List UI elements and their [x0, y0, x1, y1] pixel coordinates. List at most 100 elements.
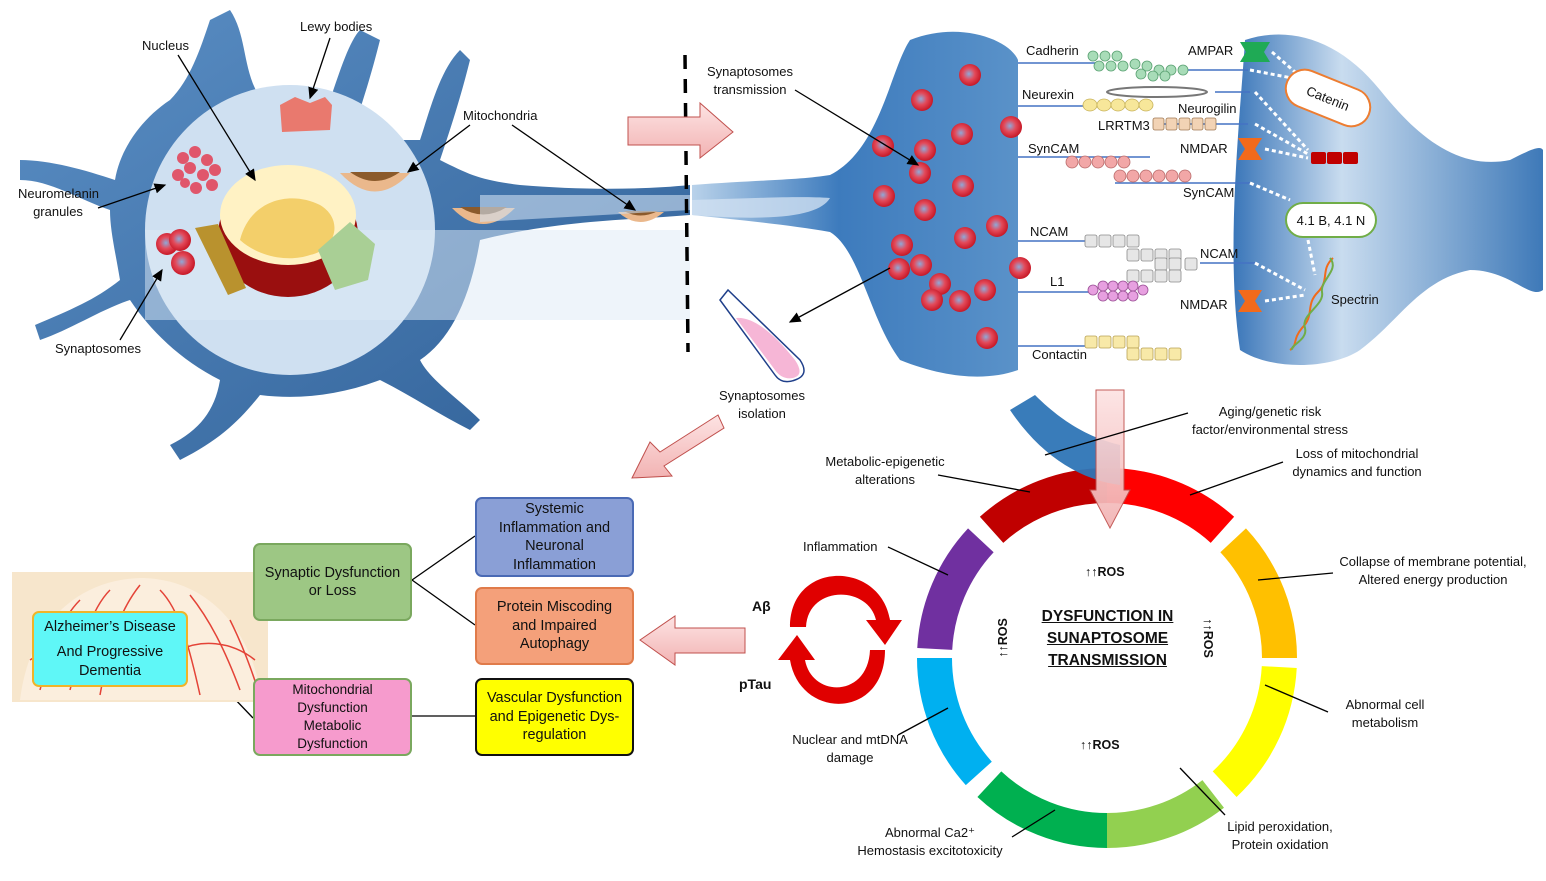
label-lrrtm3: LRRTM3: [1098, 118, 1150, 133]
systemic-line2: Inflammation and: [498, 519, 611, 536]
label-loss-mito: Loss of mitochondrial dynamics and functi…: [1252, 445, 1462, 481]
label-collapse-membrane: Collapse of membrane potential, Altered e…: [1318, 553, 1546, 589]
synaptic-line2: or Loss: [308, 583, 357, 599]
label-nmdar-top: NMDAR: [1180, 141, 1228, 156]
axon-lumen: [692, 197, 830, 218]
ca-line1: Abnormal Ca2⁺: [885, 825, 975, 840]
ros-top: ↑↑ROS: [1085, 565, 1125, 579]
label-ampar: AMPAR: [1188, 43, 1234, 58]
label-neuromelanin-line2: granules: [33, 204, 83, 219]
cycle-title-line1: DYSFUNCTION IN: [1041, 608, 1174, 625]
label-abnormal-ca: Abnormal Ca2⁺Hemostasis excitotoxicity: [840, 824, 1020, 860]
down-arrow: [1089, 389, 1131, 530]
loss-mito-line2: dynamics and function: [1292, 464, 1422, 479]
lewy-bodies-shape: [280, 97, 332, 132]
cycle-title: DYSFUNCTION IN SUNAPTOSOME TRANSMISSION: [1020, 606, 1195, 672]
transmission-arrow: [627, 101, 734, 160]
syncam-molecule: [1065, 155, 1192, 183]
label-spectrin: Spectrin: [1331, 292, 1379, 307]
synaptic-line1: Synaptic Dysfunction: [264, 564, 401, 581]
signal-dotted-arrows: [1249, 50, 1317, 303]
nmdar-receptor-bottom: [1238, 290, 1262, 312]
vascular-line3: regulation: [522, 727, 587, 744]
contactin-molecule: [1084, 335, 1182, 361]
label-cadherin: Cadherin: [1026, 43, 1079, 58]
neurexin-molecule: [1082, 98, 1154, 112]
label-synaptosomes-isolation: Synaptosomes isolation: [712, 387, 812, 423]
neurexin-ring: [1106, 86, 1208, 98]
golgi-shape: [318, 222, 375, 290]
label-abeta: Aβ: [752, 598, 771, 614]
label-isolation-line1: Synaptosomes: [719, 388, 805, 403]
neuromelanin-granules-shape: [172, 146, 221, 194]
label-nucleus: Nucleus: [142, 38, 189, 53]
label-isolation-line2: isolation: [738, 406, 786, 421]
label-lewy-bodies: Lewy bodies: [300, 19, 373, 34]
protein-line2: and Impaired: [512, 617, 597, 634]
ros-bottom: ↑↑ROS: [1080, 738, 1120, 752]
metabolic-epigenetic-line1: Metabolic-epigenetic: [825, 454, 945, 469]
ncam-molecule: [1084, 234, 1198, 283]
l1-molecule: [1087, 280, 1149, 302]
label-neuromelanin-line1: Neuromelanin: [18, 186, 99, 201]
test-tube-icon: [719, 288, 805, 383]
cycle-title-line3: TRANSMISSION: [1048, 652, 1167, 669]
abeta-ptau-cycle: [778, 575, 902, 704]
left-arrow: [639, 615, 746, 666]
metabolism-line1: Abnormal cell: [1345, 697, 1425, 712]
protein41-label: 4.1 B, 4.1 N: [1296, 212, 1366, 228]
protein-line1: Protein Miscoding: [496, 599, 613, 616]
mito-line4: Dysfunction: [297, 736, 368, 751]
label-lipid-peroxidation: Lipid peroxidation,Protein oxidation: [1205, 818, 1355, 854]
lipid-line2: Protein oxidation: [1231, 837, 1329, 852]
spectrin-helix: [1289, 257, 1334, 351]
root-line2: And Progressive: [56, 644, 164, 661]
cut-line: [683, 54, 690, 353]
axon-lumen-left: [480, 195, 690, 222]
nmdar-receptor-top: [1238, 138, 1262, 160]
ring-segment-7: [917, 528, 994, 650]
loss-mito-line1: Loss of mitochondrial: [1295, 446, 1419, 461]
ros-right: ↑↑ROS: [1200, 618, 1215, 658]
mito-line3: Metabolic: [303, 718, 362, 733]
synaptosomes-in-cell: [156, 229, 195, 275]
lrrtm3-molecule: [1152, 117, 1217, 131]
catenin-label: Catenin: [1304, 82, 1352, 114]
nucleus-shape: [218, 165, 358, 297]
ring-segment-5: [977, 771, 1107, 848]
ring-segment-0: [1010, 395, 1120, 485]
mito-line1: Mitochondrial: [292, 682, 373, 697]
postsynaptic-terminal: [1233, 34, 1543, 366]
synaptic-vesicles: [872, 64, 1031, 349]
cycle-title-line2: SUNAPTOSOME: [1046, 630, 1169, 647]
aging-line2: factor/environmental stress: [1191, 422, 1349, 437]
label-mitochondria: Mitochondria: [463, 108, 538, 123]
label-syncam-left: SynCAM: [1028, 141, 1080, 156]
systemic-line3: Neuronal: [525, 538, 584, 554]
label-neurexin: Neurexin: [1022, 87, 1075, 102]
label-l1: L1: [1050, 274, 1065, 289]
vascular-line2: and Epigenetic Dys-: [489, 708, 620, 725]
label-syncam-right: SynCAM: [1183, 185, 1235, 200]
label-ptau: pTau: [739, 676, 772, 692]
collapse-line1: Collapse of membrane potential,: [1339, 554, 1527, 569]
endoplasmic-reticulum-shape: [195, 224, 246, 295]
protein41-pill: 4.1 B, 4.1 N: [1285, 202, 1377, 238]
collapse-line2: Altered energy production: [1358, 572, 1508, 587]
vascular-line1: Vascular Dysfunction: [486, 690, 623, 707]
metabolism-line2: metabolism: [1351, 715, 1419, 730]
ros-left: ↑↑ROS: [995, 618, 1010, 658]
cadherin-molecule: [1087, 50, 1189, 82]
label-neurogilin: Neurogilin: [1178, 101, 1237, 116]
label-nmdar-bottom: NMDAR: [1180, 297, 1228, 312]
aging-line1: Aging/genetic risk: [1218, 404, 1322, 419]
